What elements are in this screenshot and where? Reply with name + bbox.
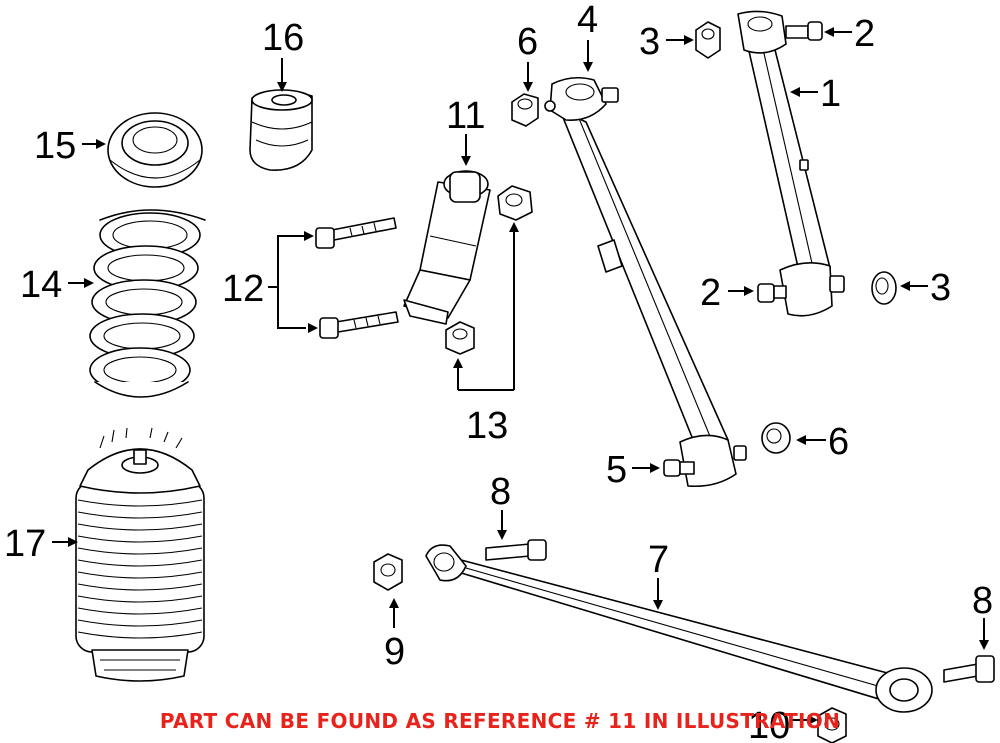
callout-10: 10 [748, 705, 790, 743]
part-2-bolts [757, 21, 823, 303]
part-10-nut [817, 707, 847, 743]
part-1-control-arm [737, 10, 845, 317]
part-14-coil-spring [89, 209, 206, 398]
callout-12: 12 [222, 268, 264, 310]
part-11-shock-absorber [403, 170, 491, 325]
callout-2-bottom: 2 [700, 272, 721, 314]
part-9-nut [373, 553, 403, 591]
callout-15: 15 [34, 125, 76, 167]
callout-1: 1 [820, 73, 841, 115]
callout-14: 14 [20, 264, 62, 306]
part-17-air-spring [75, 427, 205, 682]
callout-8-right: 8 [972, 580, 993, 622]
callout-16: 16 [262, 17, 304, 59]
callout-3-top: 3 [639, 21, 660, 63]
part-6-nut-top [511, 93, 539, 127]
part-12-shock-bolts [315, 217, 399, 339]
part-6-nut-bottom [761, 422, 791, 454]
callout-13: 13 [466, 405, 508, 447]
callout-8-left: 8 [490, 471, 511, 513]
callout-11: 11 [446, 95, 485, 137]
callout-4: 4 [577, 0, 598, 41]
part-13-nuts [445, 185, 533, 355]
callout-6-bottom: 6 [828, 421, 849, 463]
callout-2-top: 2 [854, 13, 875, 55]
part-7-track-bar [425, 544, 933, 713]
part-3-nuts [695, 21, 897, 305]
part-15-spring-isolator [107, 112, 203, 188]
callout-7: 7 [648, 539, 669, 581]
callout-5: 5 [606, 449, 627, 491]
part-8-bolts [485, 539, 995, 683]
leader-lines [52, 27, 989, 725]
reference-note: PART CAN BE FOUND AS REFERENCE # 11 IN I… [159, 709, 841, 733]
callout-labels: 16 15 14 17 12 11 13 6 4 3 2 1 2 3 6 5 7… [4, 0, 993, 743]
part-5-bolt [663, 459, 695, 477]
callout-6-top: 6 [517, 21, 538, 63]
callout-17: 17 [4, 523, 46, 565]
callout-9: 9 [384, 631, 405, 673]
callout-3-bottom: 3 [930, 267, 951, 309]
part-16-jounce-bumper [249, 89, 313, 171]
